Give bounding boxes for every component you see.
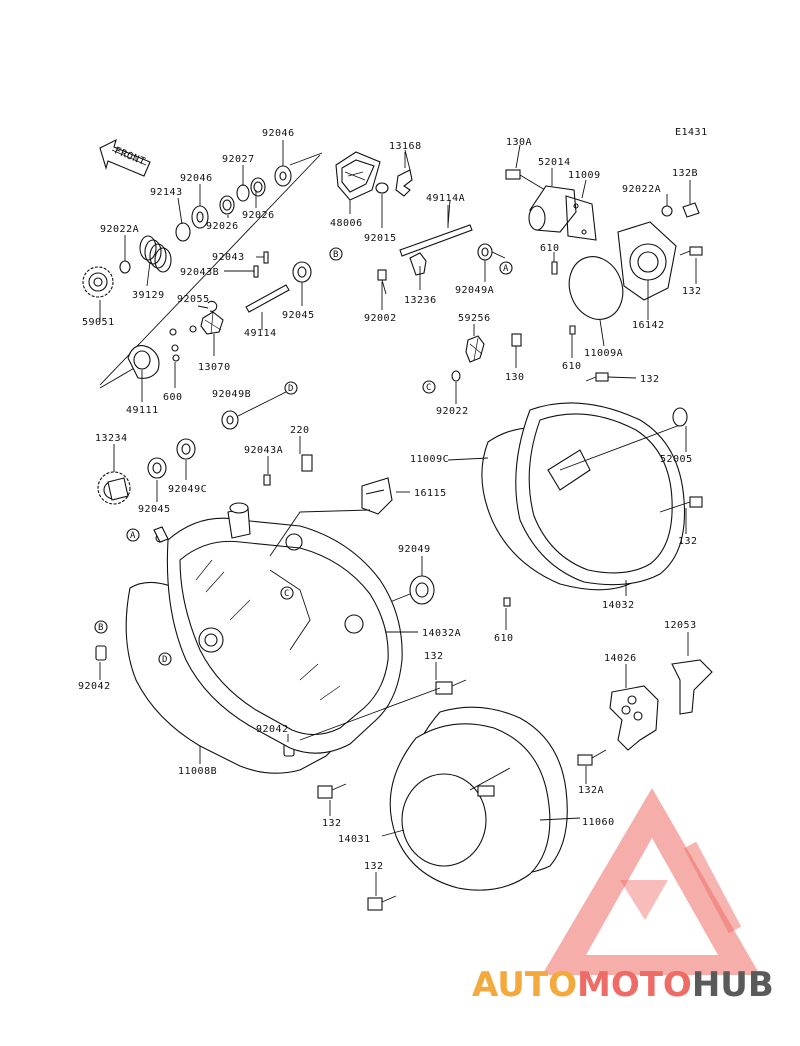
svg-text:C: C bbox=[426, 383, 431, 393]
diagram-code: E1431 bbox=[675, 127, 708, 138]
watermark-hub-text: HUB bbox=[692, 965, 774, 1005]
part-label: 610 bbox=[540, 243, 560, 254]
callout-d-upper: D bbox=[284, 381, 298, 395]
part-label: 92015 bbox=[364, 233, 397, 244]
callout-c-upper: C bbox=[422, 380, 436, 394]
callout-a-lower: A bbox=[126, 528, 140, 542]
part-label: 14032A bbox=[422, 628, 461, 639]
part-label: 48006 bbox=[330, 218, 363, 229]
crankcase-cover-assembly bbox=[125, 502, 403, 774]
part-label: 610 bbox=[562, 361, 582, 372]
part-label: 132 bbox=[682, 286, 702, 297]
callout-markers: B A D C A C B D bbox=[94, 247, 513, 666]
kickstart-idle-parts bbox=[95, 391, 435, 757]
part-label: 132 bbox=[424, 651, 444, 662]
water-pump-cover-assembly bbox=[505, 169, 703, 382]
part-label: 92049A bbox=[455, 285, 494, 296]
part-label: 132A bbox=[578, 785, 604, 796]
svg-text:B: B bbox=[98, 623, 103, 633]
part-label: 92022A bbox=[100, 224, 139, 235]
watermark-logo: AUTOMOTOHUB bbox=[472, 788, 774, 1005]
part-label: 92143 bbox=[150, 187, 183, 198]
svg-text:A: A bbox=[130, 531, 136, 541]
part-label: 13236 bbox=[404, 295, 437, 306]
part-label: 610 bbox=[494, 633, 514, 644]
part-label: 92045 bbox=[138, 504, 171, 515]
part-label: 13234 bbox=[95, 433, 128, 444]
part-label: 39129 bbox=[132, 290, 165, 301]
part-label: 92043A bbox=[244, 445, 283, 456]
part-label: 92026 bbox=[242, 210, 275, 221]
part-label: 92002 bbox=[364, 313, 397, 324]
part-label: 132B bbox=[672, 168, 698, 179]
part-label: 16115 bbox=[414, 488, 447, 499]
svg-text:AUTOMOTOHUB: AUTOMOTOHUB bbox=[472, 965, 774, 1005]
part-label: 92046 bbox=[262, 128, 295, 139]
part-label: 49114 bbox=[244, 328, 277, 339]
thermostat-housing-assembly bbox=[335, 149, 522, 382]
part-label: 92043 bbox=[212, 252, 245, 263]
part-label: 11060 bbox=[582, 817, 615, 828]
watermark-triangle-icon bbox=[542, 788, 760, 975]
callout-b-upper: B bbox=[329, 247, 343, 261]
svg-text:D: D bbox=[162, 655, 167, 665]
front-arrow-icon: FRONT bbox=[99, 138, 151, 177]
part-label: 92042 bbox=[78, 681, 111, 692]
watermark-auto-text: AUTO bbox=[472, 965, 577, 1005]
part-label: 92042 bbox=[256, 724, 289, 735]
part-label: 49114A bbox=[426, 193, 465, 204]
part-label: 132 bbox=[678, 536, 698, 547]
callout-d-lower: D bbox=[158, 652, 172, 666]
svg-text:A: A bbox=[503, 264, 509, 274]
callout-b-lower: B bbox=[94, 620, 108, 634]
magneto-cover-assembly bbox=[299, 679, 568, 911]
part-label: 132 bbox=[364, 861, 384, 872]
part-label: 59256 bbox=[458, 313, 491, 324]
part-label: 130 bbox=[505, 372, 525, 383]
part-label: 16142 bbox=[632, 320, 665, 331]
watermark-moto-text: MOTO bbox=[577, 965, 692, 1005]
part-label: 92043B bbox=[180, 267, 219, 278]
part-label: 52005 bbox=[660, 454, 693, 465]
part-label: 92046 bbox=[180, 173, 213, 184]
part-label: 49111 bbox=[126, 405, 159, 416]
part-label: 52014 bbox=[538, 157, 571, 168]
part-label: 11009A bbox=[584, 348, 623, 359]
leader-lines bbox=[99, 140, 697, 896]
part-label: 220 bbox=[290, 425, 310, 436]
clutch-cover-assembly bbox=[481, 402, 713, 766]
svg-text:D: D bbox=[288, 384, 293, 394]
kickstart-assembly bbox=[82, 152, 323, 389]
part-label: 132 bbox=[640, 374, 660, 385]
part-label: 14026 bbox=[604, 653, 637, 664]
part-label: 14031 bbox=[338, 834, 371, 845]
part-number-labels: 92046 92027 92046 92143 92026 92026 9202… bbox=[78, 128, 702, 872]
callout-a-upper: A bbox=[499, 261, 513, 275]
part-label: 92055 bbox=[177, 294, 210, 305]
part-label: 11009 bbox=[568, 170, 601, 181]
svg-text:B: B bbox=[333, 250, 338, 260]
part-label: 12053 bbox=[664, 620, 697, 631]
part-label: 132 bbox=[322, 818, 342, 829]
part-label: 92022A bbox=[622, 184, 661, 195]
part-label: 92026 bbox=[206, 221, 239, 232]
part-label: 13070 bbox=[198, 362, 231, 373]
part-label: 92049 bbox=[398, 544, 431, 555]
part-label: 11009C bbox=[410, 454, 449, 465]
part-label: 14032 bbox=[602, 600, 635, 611]
part-label: 130A bbox=[506, 137, 532, 148]
part-label: 13168 bbox=[389, 141, 422, 152]
part-label: 600 bbox=[163, 392, 183, 403]
svg-text:C: C bbox=[284, 589, 289, 599]
part-label: 92027 bbox=[222, 154, 255, 165]
part-label: 92049B bbox=[212, 389, 251, 400]
part-label: 11008B bbox=[178, 766, 217, 777]
callout-c-lower: C bbox=[280, 586, 294, 600]
part-label: 92045 bbox=[282, 310, 315, 321]
part-label: 92022 bbox=[436, 406, 469, 417]
part-label: 59051 bbox=[82, 317, 115, 328]
part-label: 92049C bbox=[168, 484, 207, 495]
